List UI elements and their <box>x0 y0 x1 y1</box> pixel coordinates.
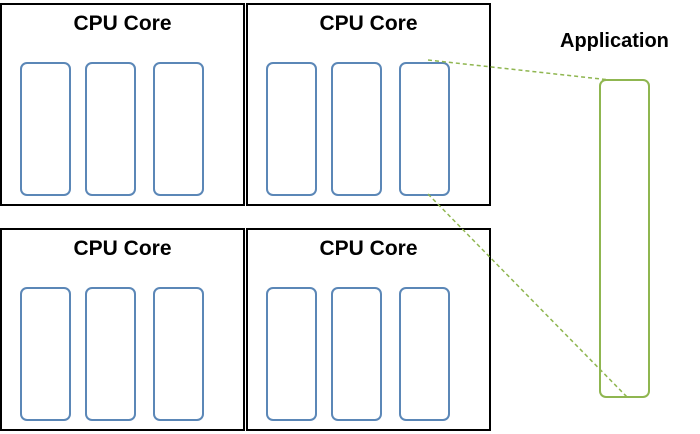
cpu-core-title: CPU Core <box>319 12 418 35</box>
cpu-core-title: CPU Core <box>73 12 172 35</box>
core-slot-mapped <box>399 62 450 196</box>
cpu-core-2: CPU Core <box>246 3 491 206</box>
cpu-core-title: CPU Core <box>319 237 418 260</box>
cpu-core-4: CPU Core <box>246 228 491 431</box>
application-box <box>599 79 650 398</box>
core-slot <box>85 287 136 421</box>
cpu-core-title: CPU Core <box>73 237 172 260</box>
core-slot <box>266 287 317 421</box>
core-slot <box>399 287 450 421</box>
core-slot <box>266 62 317 196</box>
core-slot <box>153 287 204 421</box>
core-slot <box>153 62 204 196</box>
core-slot <box>331 62 382 196</box>
cpu-core-1: CPU Core <box>0 3 245 206</box>
application-label: Application <box>560 30 669 52</box>
core-slot <box>85 62 136 196</box>
core-slot <box>331 287 382 421</box>
cpu-core-3: CPU Core <box>0 228 245 431</box>
core-slot <box>20 62 71 196</box>
core-slot <box>20 287 71 421</box>
